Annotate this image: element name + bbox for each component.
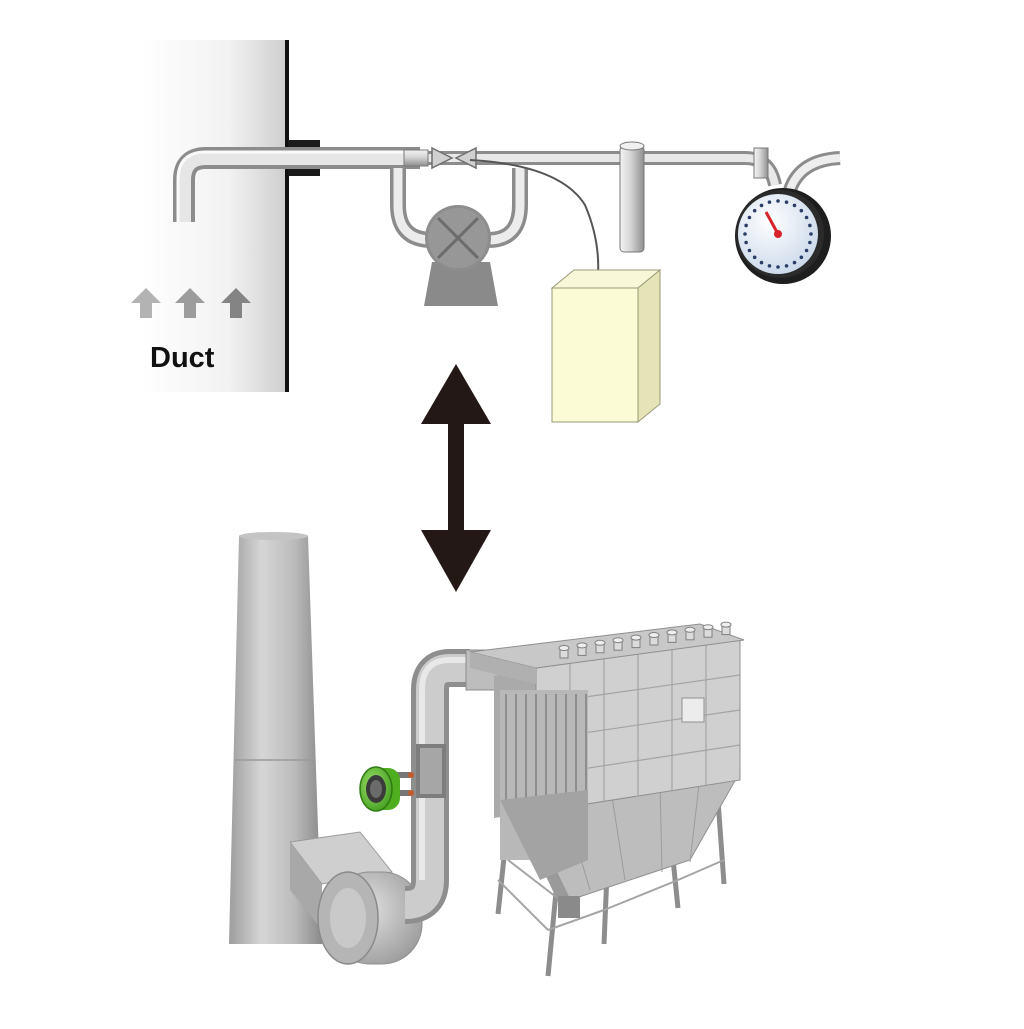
roof-nozzles xyxy=(558,621,732,659)
gauge-tick xyxy=(752,255,757,260)
valve-icon xyxy=(431,146,454,170)
gauge-ticks xyxy=(743,199,813,269)
gauge-tick xyxy=(776,199,780,203)
gauge-tick xyxy=(743,232,747,236)
duct-label: Duct xyxy=(150,342,215,374)
sample-line xyxy=(403,146,782,187)
gauge-tick xyxy=(792,203,797,208)
pressure-gauge-icon xyxy=(735,188,831,284)
gauge-tick xyxy=(747,248,752,253)
duct-wall xyxy=(140,40,320,392)
double-vertical-arrow-icon xyxy=(421,364,491,592)
gauge-tick xyxy=(792,260,797,265)
gauge-tick xyxy=(776,265,780,269)
gauge-tick xyxy=(752,208,757,213)
gauge-tick xyxy=(744,240,748,245)
gauge-tick xyxy=(784,200,789,204)
gauge-tick xyxy=(808,223,812,228)
gauge-tick xyxy=(759,260,764,265)
gauge-tick xyxy=(767,200,772,204)
gauge-tick xyxy=(804,248,809,253)
gauge-tick xyxy=(759,203,764,208)
signal-cable xyxy=(469,159,600,276)
filter-column xyxy=(619,141,645,253)
induced-draft-fan xyxy=(289,831,423,965)
analyzer-box xyxy=(550,268,662,424)
gauge-tick xyxy=(808,240,812,245)
gauge-tick xyxy=(744,223,748,228)
outlet-duct xyxy=(403,649,501,924)
filter-bags xyxy=(500,690,588,880)
gauge-tick xyxy=(809,232,813,236)
sample-probe xyxy=(173,147,420,222)
gauge-tick xyxy=(767,264,772,268)
gauge-tick xyxy=(804,215,809,220)
flow-sensor-icon xyxy=(359,766,414,812)
gauge-tick xyxy=(784,264,789,268)
gauge-piping xyxy=(753,147,841,193)
gauge-tick xyxy=(747,215,752,220)
up-arrow-icon xyxy=(131,288,161,318)
gauge-tick xyxy=(799,255,804,260)
gauge-tick xyxy=(799,208,804,213)
baghouse-filter xyxy=(469,621,745,977)
pump-icon xyxy=(424,205,498,306)
access-door xyxy=(681,697,705,723)
flow-arrows xyxy=(131,288,251,318)
up-arrow-icon xyxy=(221,288,251,318)
up-arrow-icon xyxy=(175,288,205,318)
